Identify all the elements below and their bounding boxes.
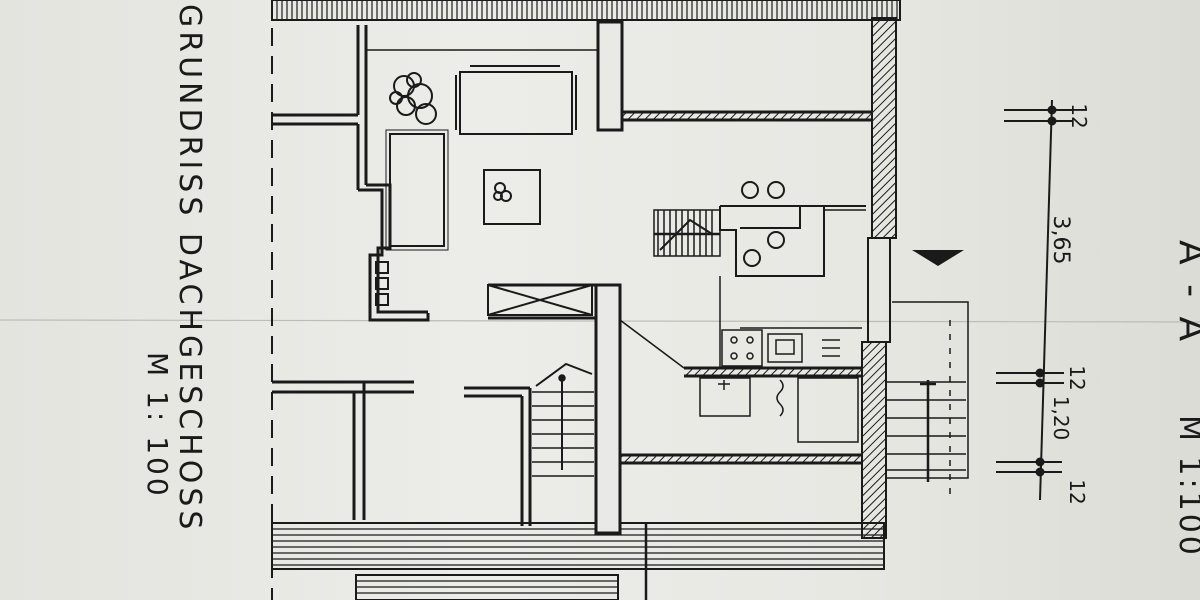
plant-icon (389, 72, 437, 125)
section-label: A - A (1171, 240, 1200, 345)
roof-strip-bottom (271, 522, 885, 600)
dimension-chain (996, 99, 1072, 501)
section-scale-label: M 1:100 (1172, 415, 1200, 558)
stove-squares (375, 261, 389, 306)
hatched-wall-segment (684, 368, 862, 376)
plan-scale: M 1: 100 (141, 352, 174, 499)
dimension-label: 12 (1067, 103, 1091, 128)
dimension-label: 3,65 (1048, 216, 1073, 265)
plan-title: GRUNDRISS DACHGESCHOSS (172, 4, 207, 533)
chimney-box (487, 284, 593, 316)
hatched-wall-segment (622, 112, 872, 120)
stair-lower (532, 362, 594, 477)
stair-upper (653, 209, 721, 257)
hatched-wall-segment (620, 455, 862, 463)
dining-table (455, 65, 577, 135)
kitchen-row (619, 276, 862, 369)
bathroom-fixtures (699, 377, 859, 443)
kitchen-counter (719, 181, 866, 277)
dimension-label: 12 (1065, 365, 1089, 390)
dimension-label: 1,20 (1049, 396, 1073, 441)
exterior-wall-right (861, 17, 897, 539)
roof-strip-top (271, 0, 901, 21)
coffee-table (483, 169, 541, 225)
sofa (385, 129, 449, 251)
entrance-stair (886, 301, 969, 500)
section-marker-arrow (912, 250, 964, 266)
dimension-label: 12 (1065, 479, 1089, 504)
